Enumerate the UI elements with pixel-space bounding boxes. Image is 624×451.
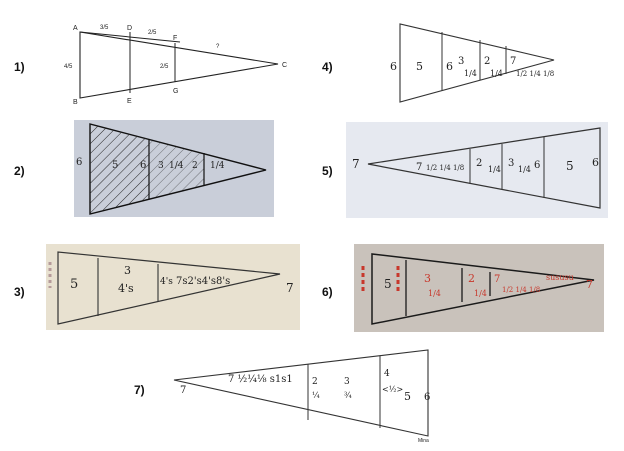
figure-2-seg6: 1/4 [210, 161, 225, 171]
vertex-b-label: B [73, 99, 78, 106]
figure-2-left-label: 6 [76, 157, 82, 168]
figure-5-seg4: 6 [534, 160, 540, 171]
figure-3-seg4: 7s2's4's8's [176, 276, 230, 287]
figure-6-number: 6) [322, 285, 333, 299]
vertex-c-label: C [282, 62, 287, 69]
figure-2-seg2: 6 [140, 160, 146, 171]
figure-6-seg4: 7 [494, 274, 500, 285]
figure-7-right-label: 6 [424, 392, 430, 403]
figure-5-seg5: 5 [566, 159, 574, 173]
figure-5-number: 5) [322, 164, 333, 178]
figure-5-right-label: 6 [592, 156, 599, 169]
figure-4-number: 4) [322, 60, 333, 74]
figure-3-seg2-bottom: 4's [118, 282, 134, 295]
figure-6-diagram: 5 3 1/4 2 1/4 7 1/2 1/4 1/8 sususu 7 [354, 244, 604, 332]
figure-4-seg1: 5 [416, 60, 423, 73]
figure-6-seg2-fraction: 1/4 [428, 289, 441, 298]
figure-7-seg2-fraction: ¼ [312, 391, 320, 400]
figure-7-diagram: 7 7 ½¼⅛ s1s1 2 ¼ 3 ¾ 4 <½> 5 6 Mina [172, 348, 448, 444]
figure-2-seg4: 1/4 [169, 161, 184, 171]
figure-4-left-label: 6 [390, 60, 397, 73]
side-ad-label: 3/5 [100, 25, 109, 31]
figure-3-number: 3) [14, 285, 25, 299]
figure-7-tag: Mina [418, 438, 429, 444]
figure-2-diagram: 6 5 6 3 1/4 2 1/4 [74, 120, 274, 217]
vertex-f-label: F [173, 35, 177, 42]
figure-1-triangle [79, 31, 279, 99]
side-fg-label: 2/5 [160, 64, 169, 70]
figure-6-seg3-fraction: 1/4 [474, 289, 487, 298]
side-ab-label: 4/5 [64, 64, 73, 70]
figure-5-seg3-fraction: 1/4 [518, 165, 531, 174]
figure-1-number: 1) [14, 60, 25, 74]
figure-2-seg5: 2 [192, 161, 198, 171]
figure-3-seg2-top: 3 [124, 264, 131, 277]
figure-6-seg4-fraction: 1/2 1/4 1/8 [502, 286, 540, 294]
figure-7-seg3-fraction: ¾ [344, 391, 352, 400]
figure-4-seg5-fraction: 1/2 1/4 1/8 [516, 70, 554, 78]
figure-3-diagram: 5 3 4's 4's 7s2's4's8's 7 [46, 244, 300, 330]
figure-5-seg2-fraction: 1/4 [488, 165, 501, 174]
side-fc-label: ? [216, 44, 220, 50]
figure-6-seg5: sususu [546, 273, 574, 282]
figure-7-seg4-bottom: <½> [382, 385, 403, 394]
vertex-e-label: E [127, 98, 132, 105]
figure-6-right-label: 7 [586, 278, 593, 291]
figure-7-seg5: 5 [404, 390, 411, 403]
figure-6-seg3: 2 [468, 272, 475, 285]
figure-7-seg2: 2 [312, 377, 318, 387]
figure-2-number: 2) [14, 164, 25, 178]
figure-4-seg3: 3 [458, 56, 464, 67]
vertex-d-label: D [127, 25, 132, 32]
figure-6-seg1: 5 [384, 277, 392, 291]
figure-5-diagram: 7 7 1/2 1/4 1/8 2 1/4 3 1/4 6 5 6 [346, 122, 608, 218]
figure-4-diagram: 6 5 6 3 1/4 2 1/4 7 1/2 1/4 1/8 [386, 18, 562, 106]
figure-5-left-label: 7 [352, 157, 360, 171]
figure-5-seg1: 7 [416, 162, 422, 173]
figure-5-seg3: 3 [508, 158, 514, 169]
figure-4-seg4-fraction: 1/4 [490, 69, 503, 78]
figure-1-diagram: A B C D E F G 4/5 3/5 2/5 ? 2/5 [60, 18, 300, 108]
figure-3-seg1: 5 [70, 277, 78, 292]
figure-6-seg2: 3 [424, 272, 431, 285]
figure-2-seg1: 5 [112, 160, 118, 171]
side-df-label: 2/5 [148, 30, 157, 36]
figure-7-seg4-top: 4 [384, 369, 390, 379]
vertex-g-label: G [173, 88, 178, 95]
figure-4-seg5: 7 [510, 56, 516, 67]
figure-5-seg1-fraction: 1/2 1/4 1/8 [426, 164, 464, 172]
figure-7-seg1: 7 ½¼⅛ s1s1 [228, 374, 293, 385]
figure-3-seg3: 4's [160, 277, 173, 287]
figure-3-right-label: 7 [286, 281, 294, 295]
figure-7-number: 7) [134, 383, 145, 397]
figure-5-seg2: 2 [476, 158, 482, 169]
figure-7-seg3: 3 [344, 377, 350, 387]
figure-4-seg4: 2 [484, 56, 490, 67]
figure-2-seg3: 3 [158, 161, 164, 171]
figure-4-seg3-fraction: 1/4 [464, 69, 477, 78]
figure-4-seg2: 6 [446, 60, 453, 73]
figure-7-left-label: 7 [180, 385, 186, 396]
vertex-a-label: A [73, 25, 78, 32]
